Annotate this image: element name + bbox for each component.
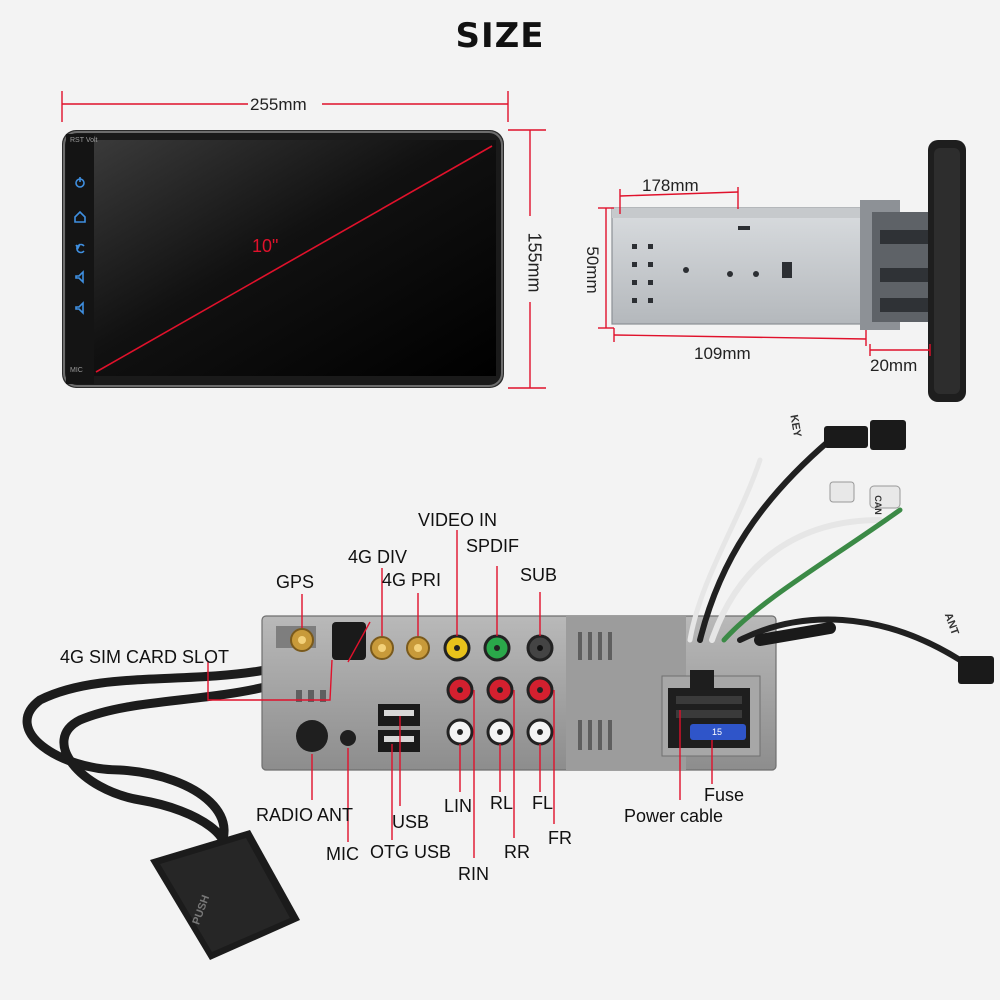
rr-label: RR bbox=[504, 842, 530, 862]
width-label: 255mm bbox=[250, 95, 307, 114]
video-in-jack bbox=[443, 634, 471, 662]
fuse-value: 15 bbox=[712, 727, 723, 737]
lin-jack bbox=[446, 718, 474, 746]
video-in-label: VIDEO IN bbox=[418, 510, 498, 530]
depth-bottom-label: 109mm bbox=[694, 344, 751, 363]
power-icon bbox=[75, 177, 85, 188]
front-view-screen bbox=[62, 130, 504, 388]
gps-label: GPS bbox=[276, 572, 315, 592]
power-connector bbox=[668, 670, 750, 748]
otg-usb-label: OTG USB bbox=[370, 842, 452, 862]
depth-top-label: 178mm bbox=[642, 176, 699, 195]
back-icon bbox=[75, 243, 85, 254]
pri-4g-label: 4G PRI bbox=[382, 570, 442, 590]
page-title: SIZE bbox=[455, 16, 545, 56]
fr-jack bbox=[526, 676, 554, 704]
width-dimension-line bbox=[61, 91, 509, 122]
gps-connector bbox=[290, 628, 314, 652]
spdif-label: SPDIF bbox=[466, 536, 520, 556]
rin-label: RIN bbox=[458, 864, 489, 884]
fuse-label: Fuse bbox=[704, 785, 745, 805]
power-cable-label: Power cable bbox=[624, 806, 724, 826]
usb-port bbox=[378, 704, 420, 726]
usb-label: USB bbox=[392, 812, 430, 832]
callout-lines bbox=[207, 530, 713, 858]
bezel-mic-label: MIC bbox=[70, 367, 83, 374]
rl-jack bbox=[486, 718, 514, 746]
fl-jack bbox=[526, 718, 554, 746]
volume-down-icon bbox=[75, 301, 84, 315]
sim-cable bbox=[22, 635, 355, 865]
screen-thickness-label: 20mm bbox=[870, 356, 918, 375]
diagonal-label: 10" bbox=[252, 236, 279, 256]
radio-ant-label: RADIO ANT bbox=[256, 805, 354, 825]
can-cable-tag: CAN bbox=[872, 495, 883, 515]
fl-label: FL bbox=[532, 793, 554, 813]
rin-jack bbox=[446, 676, 474, 704]
div-4g-label: 4G DIV bbox=[348, 547, 408, 567]
spdif-jack bbox=[483, 634, 511, 662]
rl-label: RL bbox=[490, 793, 514, 813]
side-view-unit bbox=[611, 140, 966, 402]
side-height-label: 50mm bbox=[583, 246, 602, 294]
bezel-top-label: RST Volt bbox=[70, 137, 98, 144]
sub-label: SUB bbox=[520, 565, 558, 585]
div-4g-connector bbox=[370, 636, 394, 660]
mic-jack bbox=[340, 730, 356, 746]
side-view-holes bbox=[632, 226, 792, 303]
rr-jack bbox=[486, 676, 514, 704]
sim-slot-connector bbox=[332, 622, 366, 660]
height-label: 155mm bbox=[524, 232, 545, 293]
wiring-harness bbox=[687, 437, 963, 663]
pri-4g-connector bbox=[406, 636, 430, 660]
harness-plugs bbox=[824, 420, 994, 684]
radio-ant-connector bbox=[296, 720, 328, 752]
lin-label: LIN bbox=[444, 796, 473, 816]
diagonal-line bbox=[95, 145, 493, 373]
side-dimension-lines bbox=[598, 187, 931, 356]
sim-slot-label: 4G SIM CARD SLOT bbox=[60, 647, 230, 667]
fr-label: FR bbox=[548, 828, 572, 848]
fuse bbox=[690, 724, 746, 740]
sub-jack bbox=[526, 634, 554, 662]
volume-up-icon bbox=[75, 270, 84, 284]
home-icon bbox=[74, 210, 86, 223]
sim-module bbox=[150, 830, 300, 960]
rear-vents bbox=[296, 632, 612, 750]
otg-usb-port bbox=[378, 730, 420, 752]
mic-label: MIC bbox=[326, 844, 359, 864]
height-dimension-line bbox=[508, 129, 546, 389]
